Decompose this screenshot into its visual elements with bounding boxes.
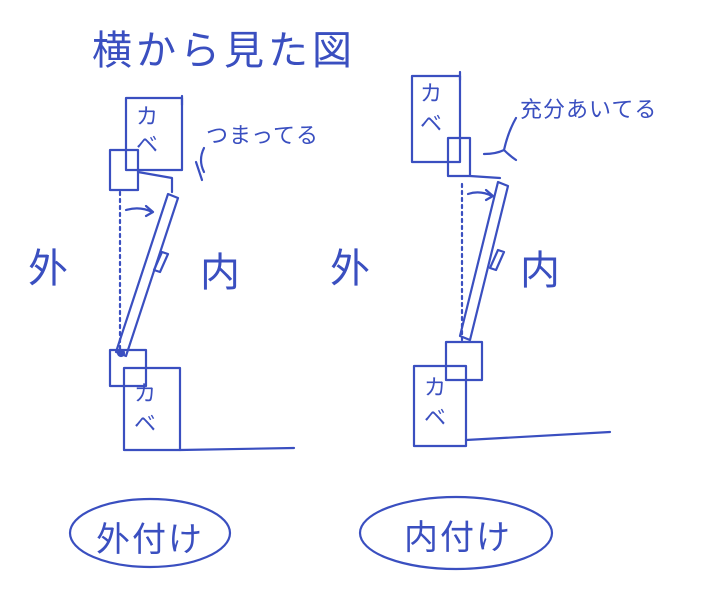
right-arrow [466, 188, 495, 202]
right-outside-label: 外 [330, 246, 371, 292]
right-lower-wall [412, 364, 468, 448]
right-gap-note: 充分あいてる [520, 98, 658, 123]
left-inside-label: 内 [200, 250, 241, 296]
left-diagram [68, 94, 296, 569]
left-oval-label: 外付け [96, 520, 204, 560]
left-upper-wall-label: カベ [136, 105, 159, 158]
right-label-oval [358, 495, 554, 571]
right-handle [488, 248, 506, 272]
right-gap-pointer [482, 116, 518, 162]
right-upper-frame [446, 136, 472, 178]
right-window-sash [458, 180, 510, 342]
right-upper-wall-label: カベ [420, 82, 443, 137]
right-inside-label: 内 [520, 248, 561, 294]
left-arrow [124, 204, 155, 218]
left-gap-note: つまってる [206, 124, 320, 149]
left-window-sash [114, 192, 180, 358]
right-oval-label: 内付け [404, 518, 512, 558]
left-upper-wall [124, 96, 184, 172]
diagram-title: 横から見た図 [92, 28, 356, 74]
right-diagram [358, 70, 612, 571]
right-lower-wall-label: カベ [424, 376, 447, 431]
left-lower-wall-label: カベ [134, 382, 157, 437]
left-gap-pointer [194, 146, 206, 182]
left-frame-connector [136, 170, 174, 194]
right-upper-wall [410, 74, 462, 164]
left-handle [152, 250, 170, 274]
right-floor-line [464, 430, 612, 442]
left-floor-line [178, 446, 296, 452]
right-frame-connector [468, 174, 502, 180]
right-lower-frame [444, 340, 484, 382]
left-outside-label: 外 [28, 246, 69, 292]
left-upper-frame [108, 148, 140, 192]
left-label-oval [68, 497, 232, 569]
left-lower-wall [122, 366, 182, 452]
